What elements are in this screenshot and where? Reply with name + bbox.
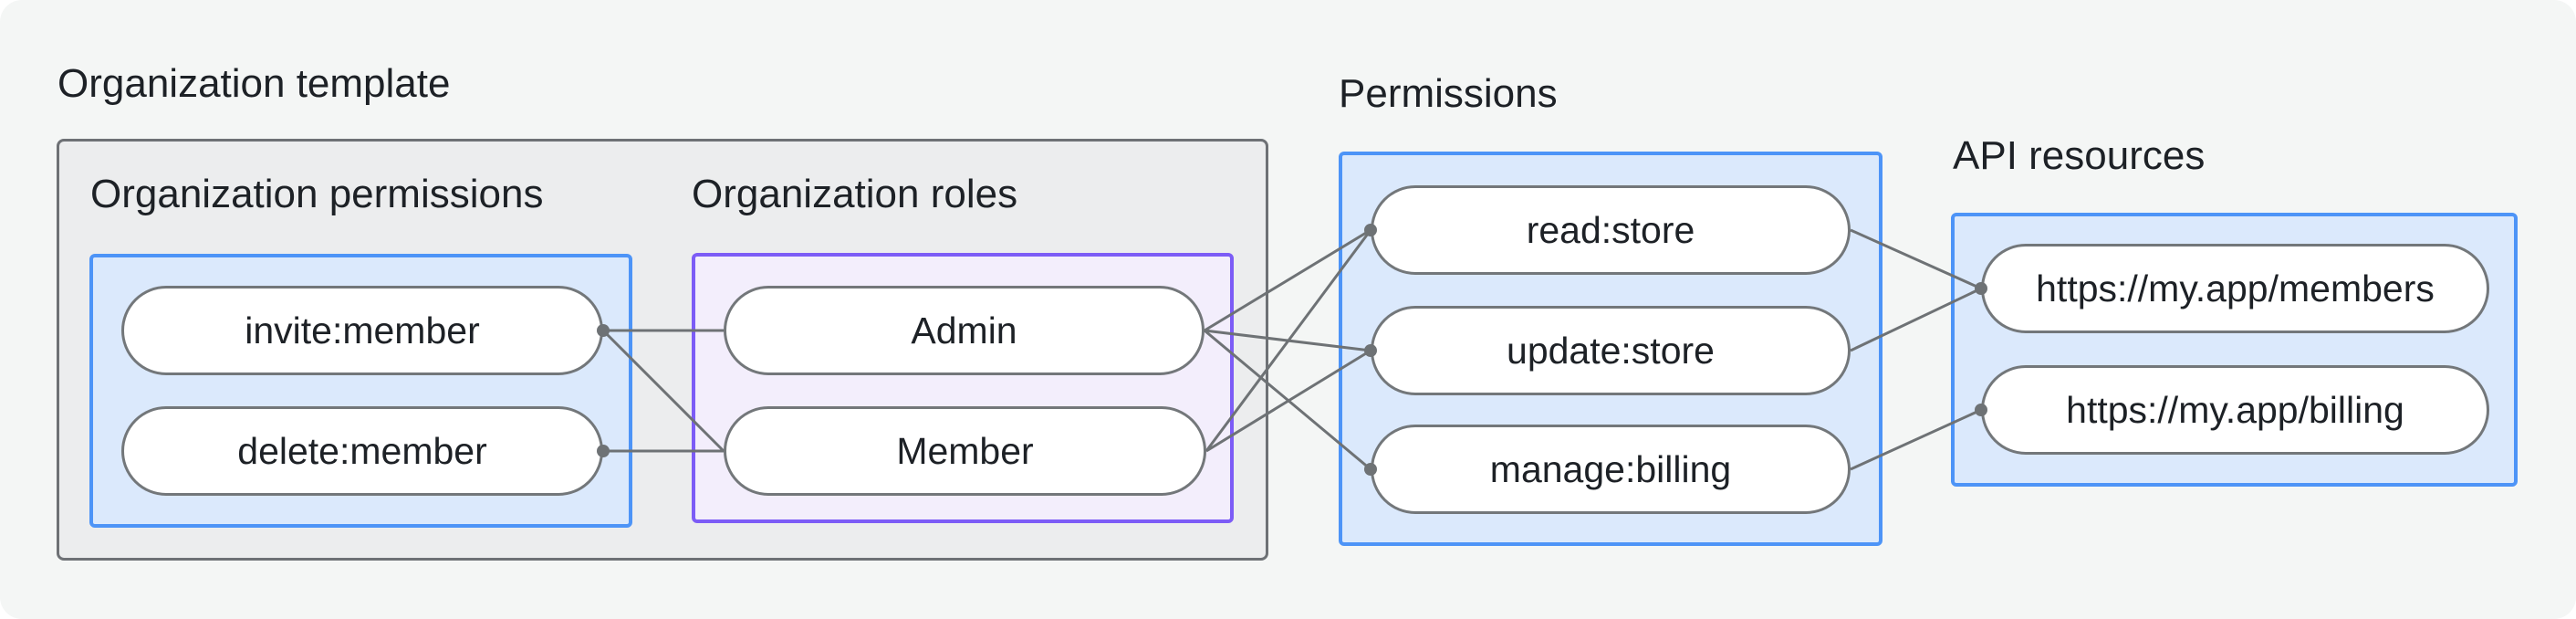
permissions-label: Permissions <box>1339 71 1558 116</box>
node-billing-api-label: https://my.app/billing <box>2066 388 2404 431</box>
node-delete-member-label: delete:member <box>237 429 487 472</box>
node-invite-member: invite:member <box>121 286 603 375</box>
node-member-label: Member <box>896 429 1034 472</box>
node-manage-billing-label: manage:billing <box>1489 447 1732 490</box>
node-billing-api: https://my.app/billing <box>1981 365 2489 455</box>
node-members-api-label: https://my.app/members <box>2036 267 2435 310</box>
node-update-store-label: update:store <box>1507 329 1715 372</box>
node-delete-member: delete:member <box>121 406 603 496</box>
node-members-api: https://my.app/members <box>1981 244 2489 333</box>
node-update-store: update:store <box>1371 306 1851 395</box>
node-manage-billing: manage:billing <box>1371 425 1851 514</box>
node-invite-member-label: invite:member <box>245 309 480 351</box>
node-read-store: read:store <box>1371 185 1851 275</box>
diagram-title: Organization template <box>57 61 451 106</box>
org-permissions-label: Organization permissions <box>90 172 544 216</box>
node-admin-label: Admin <box>911 309 1017 351</box>
node-admin: Admin <box>724 286 1205 375</box>
org-roles-label: Organization roles <box>692 172 1018 216</box>
node-read-store-label: read:store <box>1526 208 1695 251</box>
api-resources-label: API resources <box>1953 133 2206 178</box>
node-member: Member <box>724 406 1206 496</box>
